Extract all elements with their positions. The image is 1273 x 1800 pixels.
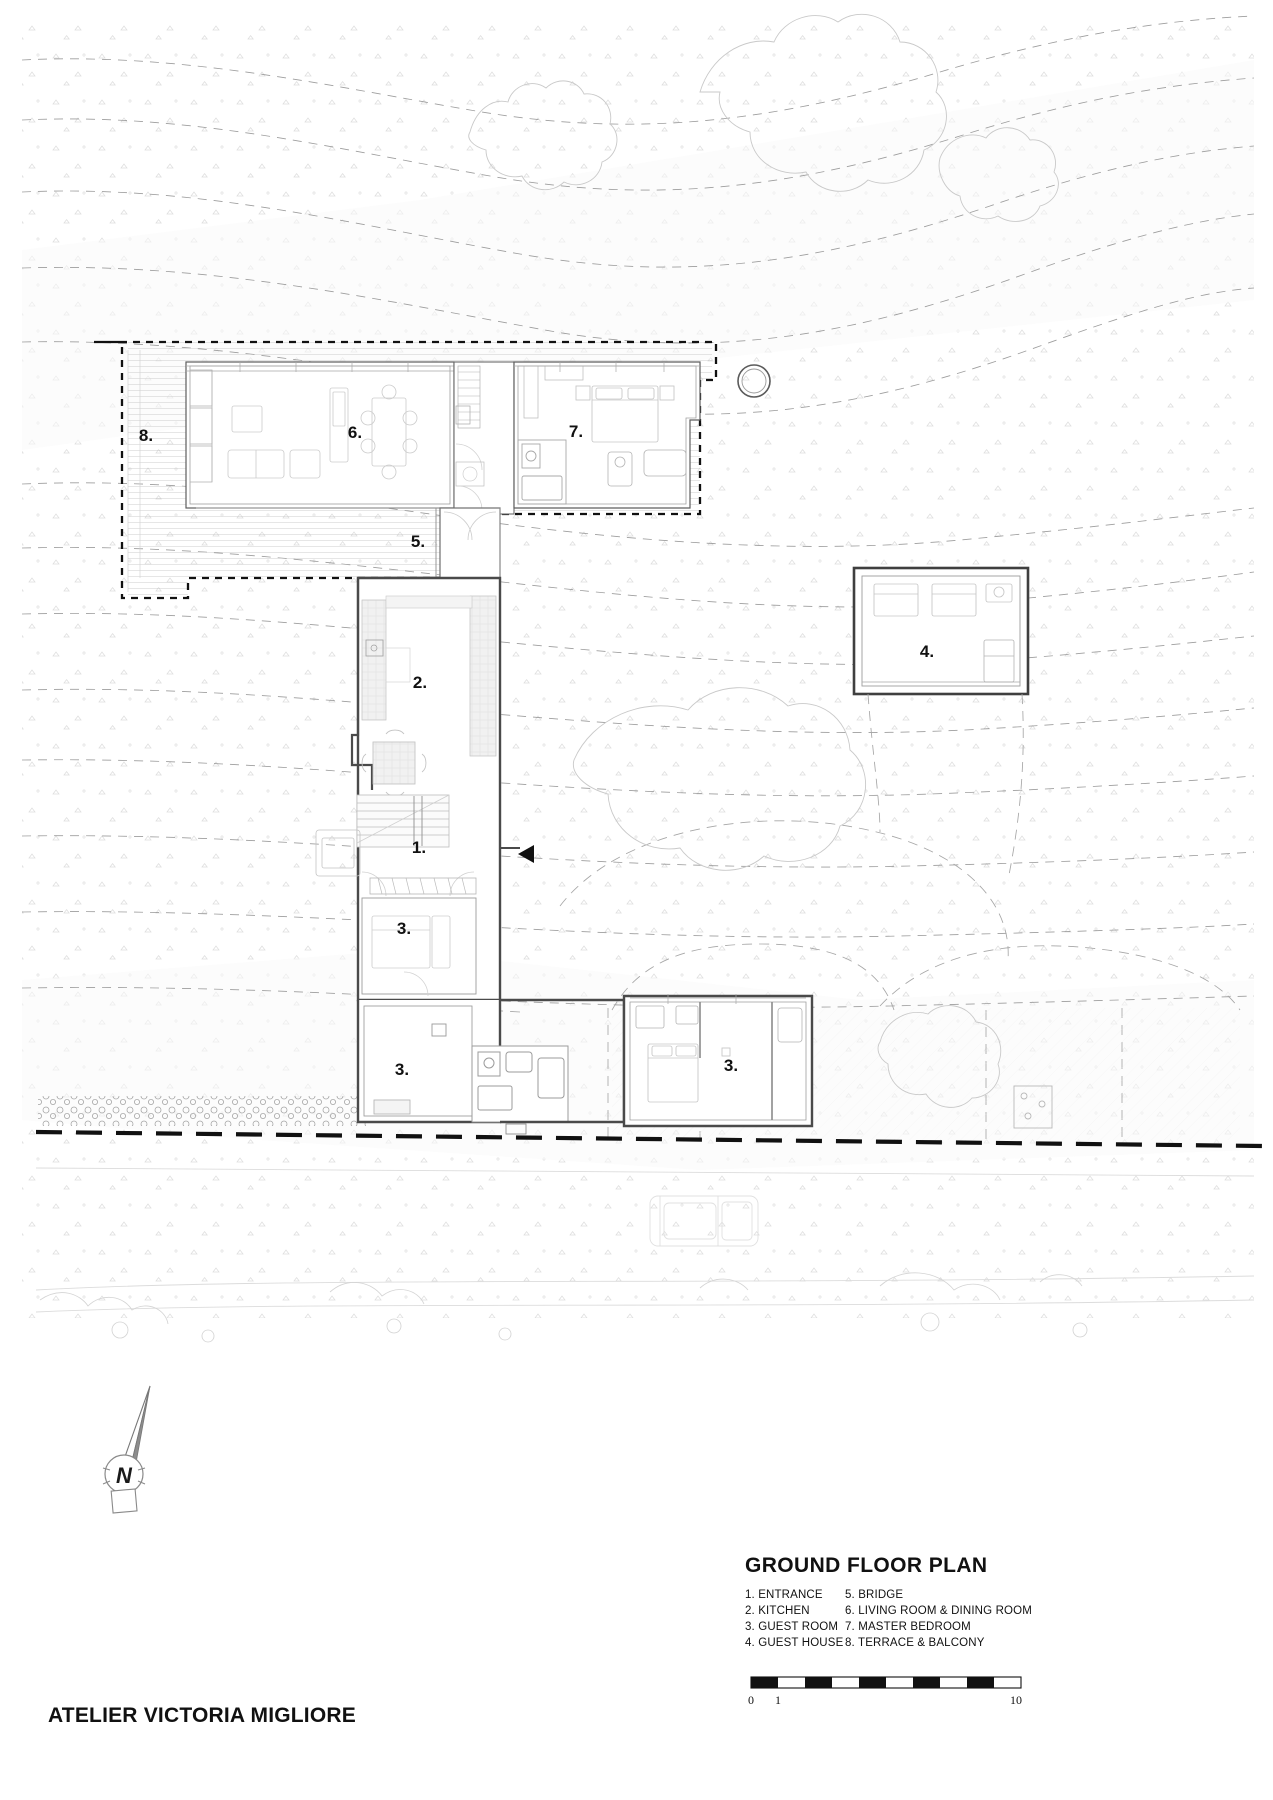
planter-boxes — [1013, 1085, 1053, 1129]
entrance-fittings — [315, 829, 477, 897]
legend-item-6: 6. LIVING ROOM & DINING ROOM — [845, 1605, 1032, 1617]
hedge-row — [38, 1096, 366, 1126]
contour-lines — [21, 15, 1255, 1008]
guest-room-upper — [361, 897, 477, 997]
room-marker-living-dining: 6. — [348, 423, 362, 442]
room-marker-terrace: 8. — [139, 426, 153, 445]
round-feature — [737, 364, 771, 398]
guest-house-4 — [852, 566, 1030, 881]
studio-name: ATELIER VICTORIA MIGLIORE — [48, 1704, 356, 1727]
service-core — [453, 361, 515, 515]
bottom-vegetation — [39, 1272, 1088, 1343]
tree-canopies — [468, 13, 1059, 1108]
property-boundary-line — [35, 1129, 1263, 1149]
legend-item-8: 8. TERRACE & BALCONY — [845, 1637, 985, 1649]
room-marker-bridge: 5. — [411, 532, 425, 551]
legend-item-4: 4. GUEST HOUSE — [745, 1637, 844, 1649]
kitchen-fittings — [361, 595, 497, 757]
room-marker-guest-room-b: 3. — [395, 1060, 409, 1079]
scale-bar: 0 1 10 — [748, 1676, 1022, 1707]
terrace-outline-dashed — [94, 340, 718, 600]
legend-item-3: 3. GUEST ROOM — [745, 1621, 838, 1633]
room-marker-master-bedroom: 7. — [569, 422, 583, 441]
entrance-direction-marker — [518, 845, 534, 863]
scale-label-end: 10 — [1010, 1693, 1022, 1707]
legend-item-5: 5. BRIDGE — [845, 1589, 903, 1601]
room-marker-entrance: 1. — [412, 838, 426, 857]
scale-label-one: 1 — [775, 1693, 781, 1707]
ensuite-bath — [517, 439, 567, 505]
room-marker-guest-house: 4. — [920, 642, 934, 661]
room-marker-guest-room-a: 3. — [397, 919, 411, 938]
legend-item-2: 2. KITCHEN — [745, 1605, 810, 1617]
master-bedroom-block — [513, 361, 701, 509]
right-wing-guest-room — [622, 994, 814, 1128]
room-number-markers: 8. 6. 7. 5. 2. 1. 3. 3. 3. 4. — [139, 422, 934, 1079]
legend-block: GROUND FLOOR PLAN 1. ENTRANCE 2. KITCHEN… — [745, 1554, 1032, 1649]
bridge-5 — [435, 507, 501, 583]
scale-label-start: 0 — [748, 1693, 754, 1707]
upper-building-block — [185, 361, 771, 515]
central-spine-building — [315, 576, 626, 1135]
staircase — [356, 794, 450, 848]
legend-item-7: 7. MASTER BEDROOM — [845, 1621, 971, 1633]
lower-bathroom — [471, 1045, 569, 1123]
legend-item-1: 1. ENTRANCE — [745, 1589, 823, 1601]
north-arrow: N — [102, 1385, 151, 1514]
room-marker-guest-room-c: 3. — [724, 1056, 738, 1075]
drawing-title: GROUND FLOOR PLAN — [745, 1554, 987, 1577]
lower-site-lines — [35, 1167, 1255, 1313]
north-arrow-label: N — [116, 1463, 133, 1488]
living-furniture — [227, 384, 418, 480]
parked-car — [649, 1195, 759, 1247]
room-marker-kitchen: 2. — [413, 673, 427, 692]
guest-room-lower-left — [363, 1005, 473, 1117]
